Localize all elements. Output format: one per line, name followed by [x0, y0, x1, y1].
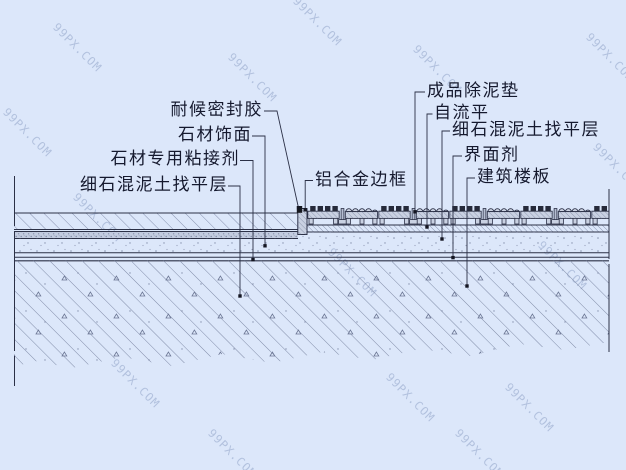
leveling-layer-right — [298, 232, 609, 253]
stone-adhesive-layer — [14, 231, 298, 239]
label-stone-finish: 石材饰面 — [178, 125, 252, 145]
break-lines — [14, 176, 610, 386]
label-aluminum-frame: 铝合金边框 — [315, 170, 408, 190]
label-leveling-right: 细石混泥土找平层 — [452, 120, 600, 140]
label-stone-adhesive: 石材专用粘接剂 — [110, 149, 240, 169]
leveling-layer-left — [14, 238, 298, 253]
leader-dots — [238, 206, 469, 298]
stone-facing-layer — [14, 212, 298, 230]
label-interface-agent: 界面剂 — [464, 145, 520, 165]
entrance-mat-assembly — [307, 203, 609, 225]
self-leveling-layer — [298, 224, 609, 233]
aluminum-frame — [297, 208, 308, 235]
label-self-leveling: 自流平 — [434, 103, 490, 123]
label-sealant: 耐候密封胶 — [170, 100, 263, 120]
label-entrance-mat: 成品除泥垫 — [427, 81, 520, 101]
interface-agent-lines — [14, 252, 609, 262]
label-floor-slab: 建筑楼板 — [477, 167, 551, 187]
floor-slab-section — [14, 260, 609, 370]
label-leveling-left: 细石混泥土找平层 — [80, 175, 228, 195]
leader-lines — [228, 91, 475, 296]
